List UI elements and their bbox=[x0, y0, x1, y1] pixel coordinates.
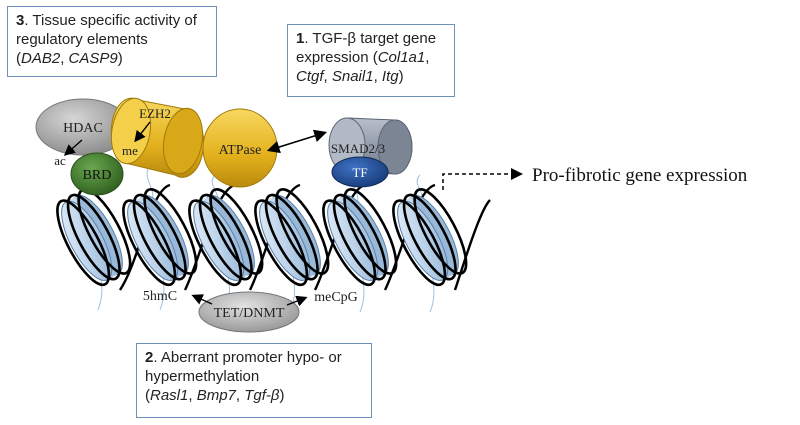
promoter-box-line2: hypermethylation bbox=[145, 368, 260, 385]
tet-mecpg-arrow bbox=[286, 295, 308, 307]
nucleosome bbox=[322, 188, 398, 287]
atpase-label: ATPase bbox=[219, 143, 262, 158]
tet-5hmc-arrow bbox=[191, 294, 213, 305]
dna-wrap bbox=[392, 199, 447, 287]
nucleosome-array bbox=[56, 188, 468, 287]
smad-label: SMAD2/3 bbox=[331, 141, 385, 156]
ezh2-me-arrow bbox=[134, 121, 151, 143]
dna-wrap bbox=[132, 193, 187, 281]
tissue-box-number: 3 bbox=[16, 12, 25, 29]
dna-wrap bbox=[66, 193, 121, 281]
dna-wrap bbox=[343, 188, 398, 275]
me-mark-label: me bbox=[122, 143, 138, 158]
tgf-box-line2: expression (Col1a1, bbox=[296, 49, 430, 66]
dna-wrap bbox=[275, 188, 330, 275]
ezh2-label: EZH2 bbox=[139, 106, 171, 121]
brd-label: BRD bbox=[83, 168, 112, 183]
tgf-beta-target-gene-box: 1. TGF-β target gene expression (Col1a1,… bbox=[287, 24, 455, 97]
hdac-ac-arrow bbox=[63, 139, 83, 156]
dna-wrap bbox=[198, 193, 253, 281]
pro-fibrotic-output-label: Pro-fibrotic gene expression bbox=[532, 165, 748, 186]
promoter-box-number: 2 bbox=[145, 349, 154, 366]
dna-wrap bbox=[56, 199, 111, 287]
ac-mark-label: ac bbox=[54, 153, 66, 168]
tissue-box-line1: 3. Tissue specific activity of bbox=[16, 12, 197, 29]
dna-wrap bbox=[209, 188, 264, 275]
nucleosome bbox=[392, 188, 468, 287]
promoter-box-genes: (Rasl1, Bmp7, Tgf-β) bbox=[145, 387, 285, 404]
tf-label: TF bbox=[352, 165, 367, 180]
dna-wrap bbox=[143, 188, 198, 275]
nucleosome bbox=[254, 188, 330, 287]
tgf-box-line1: 1. TGF-β target gene bbox=[296, 30, 437, 47]
brd-protein bbox=[70, 152, 124, 196]
aberrant-promoter-methylation-box: 2. Aberrant promoter hypo- or hypermethy… bbox=[136, 343, 372, 418]
nucleosome bbox=[122, 188, 198, 287]
transcription-start-arrow bbox=[442, 168, 523, 190]
ezh2-cylinder bbox=[110, 97, 205, 178]
nucleosome bbox=[188, 188, 264, 287]
dna-wrap bbox=[254, 199, 309, 287]
dna-wrap bbox=[413, 188, 468, 275]
tissue-box-genes: (DAB2, CASP9) bbox=[16, 50, 123, 67]
tgf-box-number: 1 bbox=[296, 30, 305, 47]
dna-wrap bbox=[188, 199, 243, 287]
dna-wrap bbox=[332, 193, 387, 281]
nucleosome bbox=[56, 188, 132, 287]
tf-protein bbox=[331, 156, 389, 188]
dna-wrap bbox=[322, 199, 377, 287]
tet-dnmt-label: TET/DNMT bbox=[214, 306, 285, 321]
tissue-box-line2: regulatory elements bbox=[16, 31, 148, 48]
tissue-specific-activity-box: 3. Tissue specific activity of regulator… bbox=[7, 6, 217, 77]
atpase-smad-arrow bbox=[266, 129, 328, 154]
hdac-label: HDAC bbox=[63, 121, 103, 136]
dna-wrap bbox=[264, 193, 319, 281]
dna-wrap bbox=[402, 193, 457, 281]
tgf-box-line3: Ctgf, Snail1, Itg) bbox=[296, 68, 404, 85]
mecpg-mark-label: meCpG bbox=[314, 290, 358, 305]
tet-dnmt-complex bbox=[198, 291, 300, 333]
promoter-box-line1: 2. Aberrant promoter hypo- or bbox=[145, 349, 342, 366]
dna-wrap bbox=[122, 199, 177, 287]
5hmc-mark-label: 5hmC bbox=[143, 289, 177, 304]
